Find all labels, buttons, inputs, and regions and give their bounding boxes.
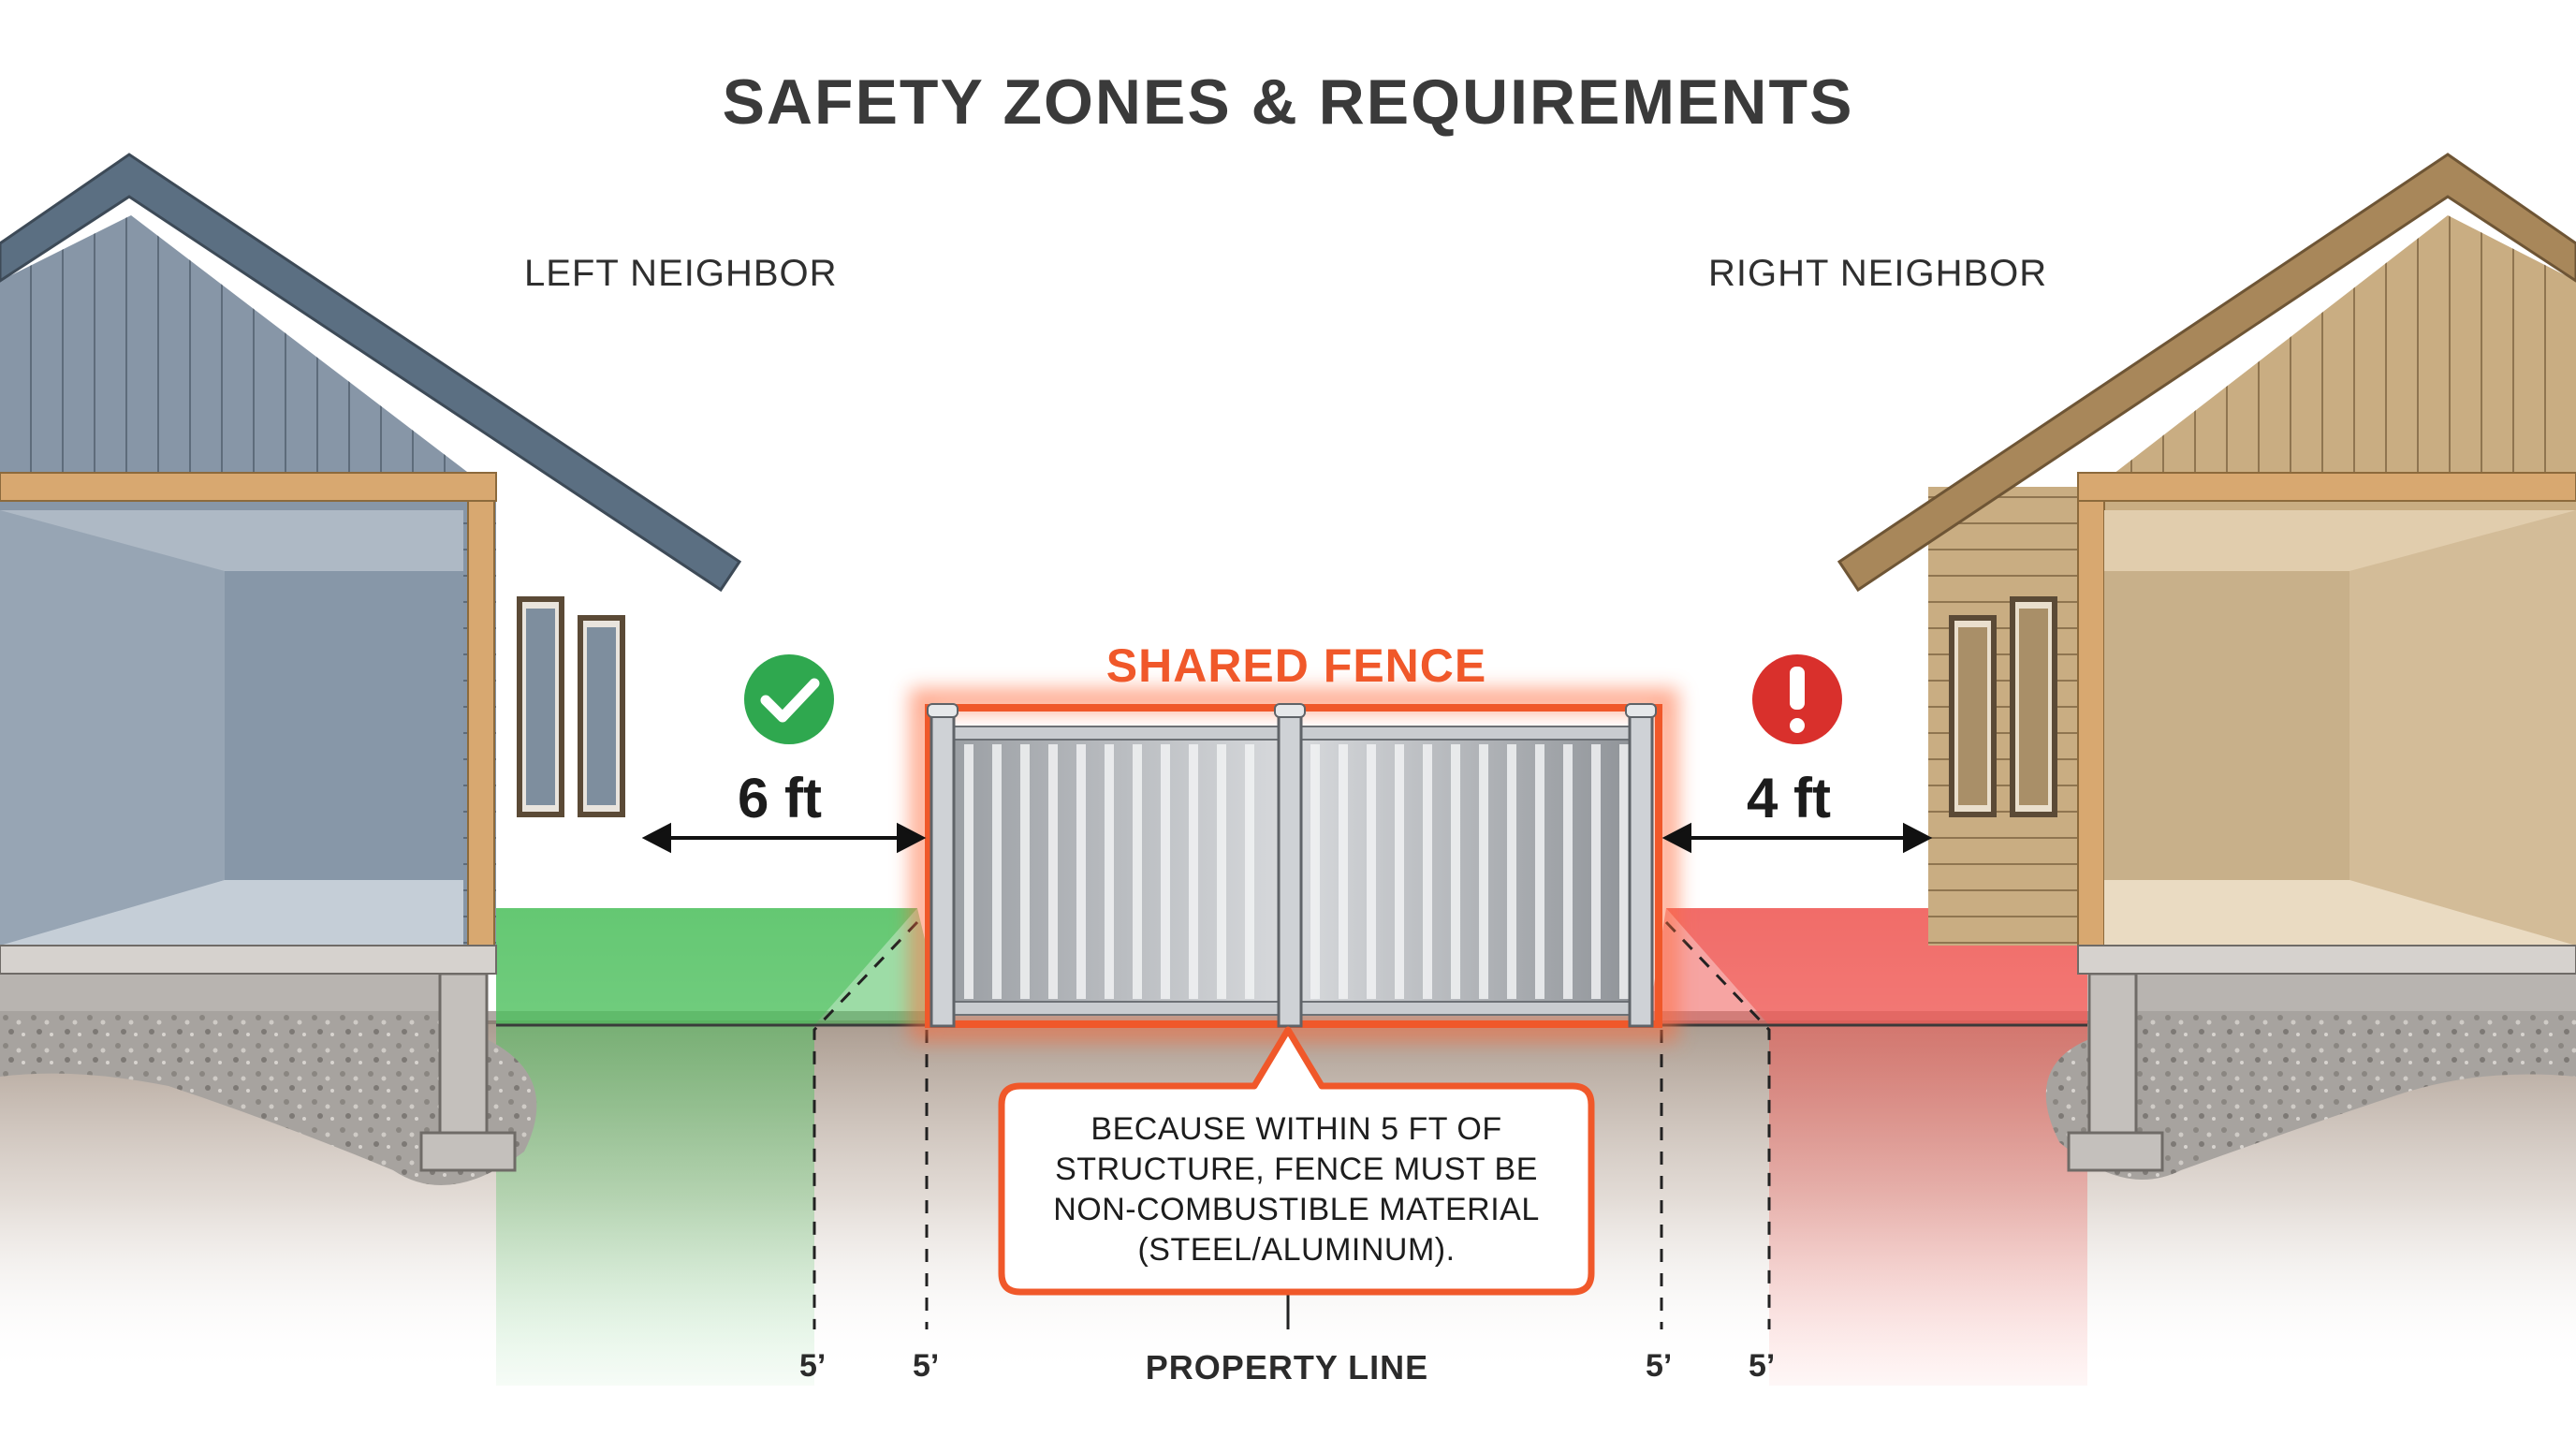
fence-title: SHARED FENCE xyxy=(1105,639,1487,692)
shared-fence xyxy=(910,688,1678,1042)
callout-line: NON-COMBUSTIBLE MATERIAL xyxy=(1053,1192,1540,1227)
fence-picket xyxy=(1310,744,1320,999)
left-distance-arrow xyxy=(641,822,927,854)
fence-picket xyxy=(992,744,1002,999)
zone-marker-right-inner: 5’ xyxy=(1646,1348,1673,1384)
fence-picket xyxy=(1339,744,1348,999)
fence-picket xyxy=(1245,744,1254,999)
fence-picket xyxy=(1395,744,1404,999)
callout-line: STRUCTURE, FENCE MUST BE xyxy=(1055,1152,1538,1187)
fence-picket xyxy=(1020,744,1030,999)
fence-picket xyxy=(1105,744,1114,999)
safe-zone xyxy=(496,908,945,1386)
fence-picket xyxy=(1619,744,1629,999)
callout-box xyxy=(998,1026,1595,1296)
fence-picket xyxy=(1161,744,1170,999)
fence-picket xyxy=(1367,744,1376,999)
zone-boundary-lines xyxy=(812,920,1771,1329)
fence-picket xyxy=(964,744,973,999)
right-house xyxy=(1837,153,2576,1180)
fence-picket xyxy=(1479,744,1488,999)
property-line-label: PROPERTY LINE xyxy=(1145,1348,1429,1387)
callout-text: BECAUSE WITHIN 5 FT OF STRUCTURE, FENCE … xyxy=(1006,1109,1587,1270)
left-neighbor-label: LEFT NEIGHBOR xyxy=(524,253,838,294)
fence-picket xyxy=(1048,744,1058,999)
fence-picket xyxy=(1076,744,1086,999)
right-neighbor-label: RIGHT NEIGHBOR xyxy=(1708,253,2048,294)
left-distance-value: 6 ft xyxy=(738,767,822,829)
zone-marker-left-inner: 5’ xyxy=(913,1348,940,1384)
fence-picket xyxy=(1217,744,1226,999)
fence-picket xyxy=(1507,744,1516,999)
fence-picket xyxy=(1451,744,1460,999)
fence-picket xyxy=(1535,744,1544,999)
exclamation-circle-icon xyxy=(1752,654,1842,744)
zone-marker-right-outer: 5’ xyxy=(1749,1348,1776,1384)
right-distance-arrow xyxy=(1661,822,1933,854)
left-house xyxy=(0,153,742,1185)
fence-picket xyxy=(1133,744,1142,999)
fence-picket xyxy=(1189,744,1198,999)
fence-picket xyxy=(1423,744,1432,999)
callout-line: BECAUSE WITHIN 5 FT OF xyxy=(1090,1111,1502,1147)
page-title: SAFETY ZONES & REQUIREMENTS xyxy=(722,66,1854,138)
fence-picket xyxy=(1563,744,1573,999)
callout-line: (STEEL/ALUMINUM). xyxy=(1137,1232,1456,1268)
zone-marker-left-outer: 5’ xyxy=(799,1348,827,1384)
check-circle-icon xyxy=(744,654,834,744)
fence-picket xyxy=(1591,744,1601,999)
danger-zone xyxy=(1647,908,2087,1386)
right-distance-value: 4 ft xyxy=(1747,767,1831,829)
